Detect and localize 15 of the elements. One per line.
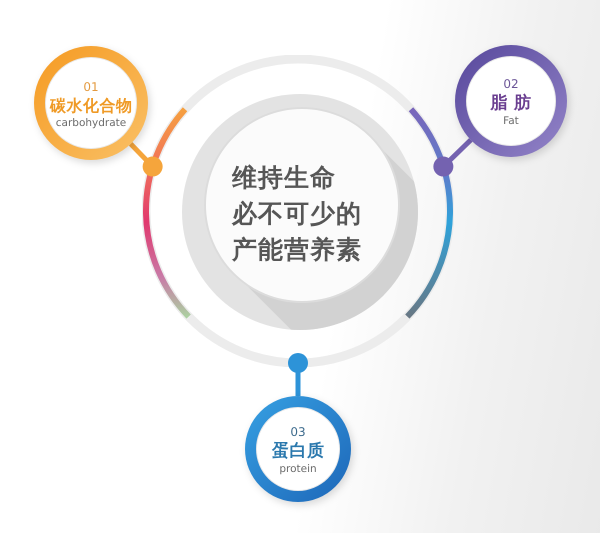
nutrient-name: 脂 肪 bbox=[490, 92, 532, 114]
nutrient-name: 蛋白质 bbox=[272, 440, 324, 462]
center-title: 维持生命必不可少的产能营养素 bbox=[232, 162, 363, 266]
nutrient-name: 碳水化合物 bbox=[50, 94, 132, 116]
connector-line bbox=[128, 142, 163, 177]
nutrient-circle bbox=[34, 46, 148, 160]
item-number: 02 bbox=[503, 77, 519, 92]
english-name: Fat bbox=[503, 114, 519, 128]
english-name: carbohydrate bbox=[56, 116, 126, 130]
connector-line bbox=[433, 138, 473, 177]
nutrient-circle bbox=[455, 45, 567, 157]
english-name: protein bbox=[279, 462, 317, 476]
nutrient-circle bbox=[245, 396, 351, 502]
item-number: 01 bbox=[83, 80, 99, 94]
item-number: 03 bbox=[290, 425, 306, 440]
